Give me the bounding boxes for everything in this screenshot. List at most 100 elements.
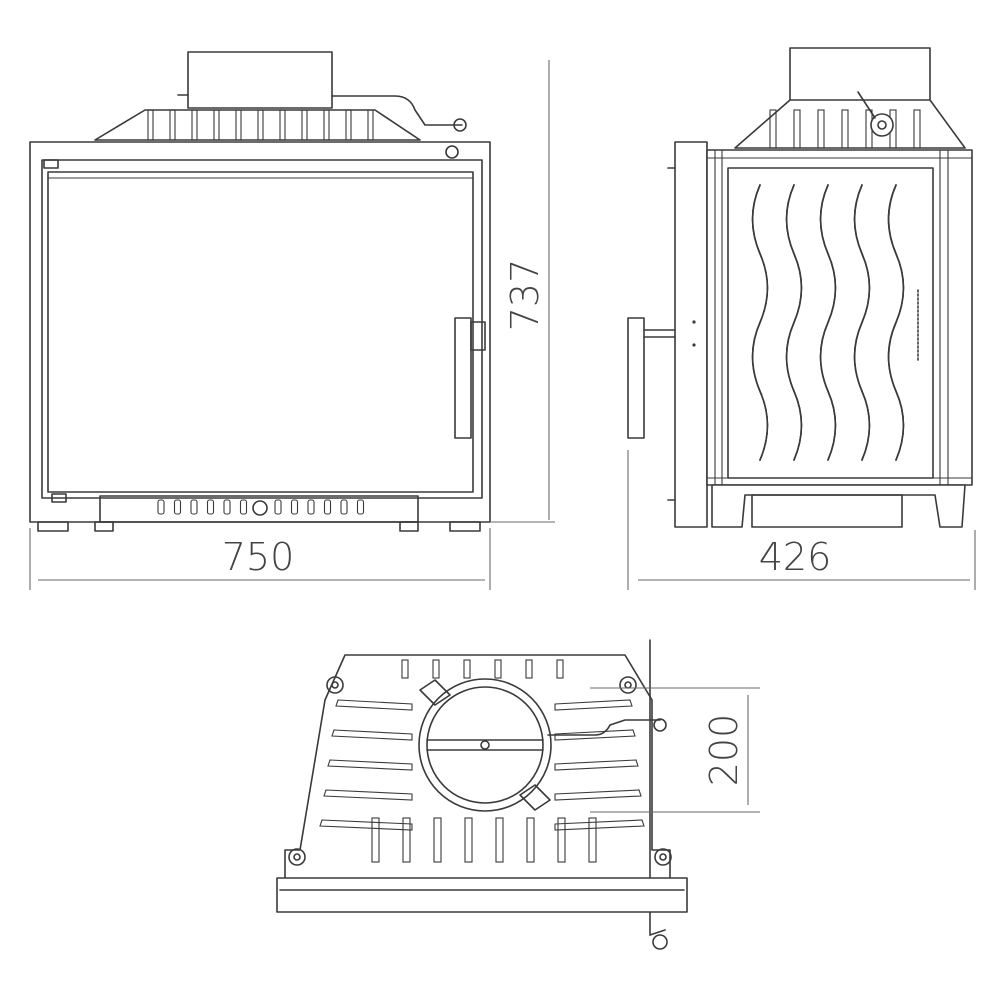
dimension-width-label: 750 bbox=[222, 535, 295, 579]
front-vent-slots bbox=[157, 499, 365, 515]
front-lever-knob bbox=[453, 118, 467, 132]
top-fins-bottom bbox=[371, 817, 597, 863]
side-top-body bbox=[734, 99, 966, 149]
front-outer-frame bbox=[29, 141, 491, 523]
top-fin-bottom bbox=[526, 817, 535, 863]
top-fin-side-left bbox=[319, 819, 413, 831]
front-fin bbox=[345, 109, 352, 141]
front-fin bbox=[257, 109, 264, 141]
top-lever-knob[interactable] bbox=[653, 718, 667, 732]
top-bolt-bottom-left bbox=[288, 848, 306, 866]
side-heat-exchanger-waves bbox=[751, 184, 905, 461]
top-bolt-bottom-right bbox=[654, 848, 672, 866]
front-vent-knob[interactable] bbox=[252, 500, 268, 516]
front-vent-slot bbox=[223, 499, 231, 515]
front-fin bbox=[279, 109, 286, 141]
side-lever-knob[interactable] bbox=[870, 113, 894, 137]
top-flue-ear-left bbox=[419, 679, 451, 706]
front-glass bbox=[47, 171, 474, 493]
side-wave-inner bbox=[887, 184, 905, 461]
front-view bbox=[29, 51, 491, 532]
front-bottom-vent bbox=[99, 495, 419, 523]
top-fin-side-left bbox=[335, 699, 413, 711]
front-fin bbox=[169, 109, 176, 141]
front-flue-collar bbox=[187, 51, 333, 109]
top-fin-top bbox=[556, 659, 564, 679]
front-vent-slot bbox=[190, 499, 198, 515]
top-fins-side bbox=[319, 699, 645, 831]
front-vent-slot bbox=[206, 499, 215, 515]
side-door-handle[interactable] bbox=[627, 317, 645, 439]
front-vent-slot bbox=[290, 499, 299, 515]
dimension-depth-label: 426 bbox=[759, 535, 832, 579]
front-fin bbox=[213, 109, 220, 141]
side-top-fins bbox=[769, 109, 921, 149]
front-foot-left bbox=[37, 521, 69, 532]
top-lever-handle bbox=[649, 929, 666, 936]
front-foot-inner-right bbox=[399, 521, 419, 532]
dimension-depth: 426 bbox=[627, 450, 976, 590]
top-fin-side-left bbox=[327, 759, 413, 771]
top-lever-ball[interactable] bbox=[652, 934, 668, 950]
front-vent-slot bbox=[173, 499, 182, 515]
top-fin-side-right bbox=[554, 729, 636, 741]
top-fin-bottom bbox=[371, 817, 380, 863]
top-fin-side-right bbox=[554, 759, 639, 771]
front-handle-bracket bbox=[470, 321, 486, 351]
front-fin bbox=[367, 109, 374, 141]
front-vent-slot bbox=[274, 499, 282, 515]
front-foot-right bbox=[449, 521, 481, 532]
front-indicator bbox=[445, 145, 459, 159]
top-bolt-top-left-inner bbox=[331, 681, 339, 689]
front-vent-slot bbox=[340, 499, 348, 515]
top-fin-top bbox=[494, 659, 502, 679]
front-foot-inner-left bbox=[94, 521, 114, 532]
top-fin-side-right bbox=[554, 789, 642, 801]
front-fin bbox=[235, 109, 242, 141]
top-lever-rod bbox=[547, 719, 661, 736]
top-bolt-bottom-left-inner bbox=[293, 853, 301, 861]
top-bolt-top-right bbox=[619, 676, 637, 694]
top-door-strip bbox=[276, 877, 688, 913]
top-bolt-top-left bbox=[326, 676, 344, 694]
side-door-panel bbox=[674, 141, 708, 528]
top-flue-inner bbox=[426, 686, 544, 804]
dimension-width: 750 bbox=[29, 528, 491, 590]
side-wave-inner bbox=[853, 184, 871, 461]
top-fin-side-right bbox=[554, 699, 633, 711]
front-hinge-top bbox=[43, 159, 59, 169]
side-top-fin bbox=[841, 109, 849, 149]
dimension-flue-label: 200 bbox=[702, 714, 746, 787]
dimension-flue: 200 bbox=[590, 687, 760, 813]
front-fin bbox=[191, 109, 198, 141]
top-damper-pivot bbox=[480, 740, 490, 750]
top-fin-bottom bbox=[557, 817, 566, 863]
front-lever-rod bbox=[331, 95, 463, 126]
top-fin-bottom bbox=[433, 817, 442, 863]
front-vent-slot bbox=[239, 499, 248, 515]
front-fin bbox=[323, 109, 330, 141]
front-fin bbox=[301, 109, 308, 141]
top-fin-bottom bbox=[588, 817, 597, 863]
top-bolt-bottom-right-inner bbox=[659, 853, 667, 861]
front-vent-slot bbox=[323, 499, 332, 515]
top-fins-top bbox=[401, 659, 564, 679]
side-top-fin bbox=[769, 109, 777, 149]
front-vent-slot bbox=[157, 499, 165, 515]
top-flue-ear-right bbox=[519, 784, 551, 811]
side-base-box bbox=[751, 494, 903, 528]
side-body bbox=[706, 149, 973, 486]
front-hinge-bottom bbox=[51, 493, 67, 503]
top-fin-top bbox=[401, 659, 409, 679]
side-wave-inner bbox=[819, 184, 837, 461]
side-top-fin bbox=[913, 109, 921, 149]
side-view bbox=[627, 47, 973, 528]
side-lever-knob-center bbox=[877, 120, 887, 130]
top-fin-top bbox=[432, 659, 440, 679]
top-fin-side-right bbox=[554, 819, 645, 831]
top-fin-bottom bbox=[402, 817, 411, 863]
front-door-handle[interactable] bbox=[454, 317, 472, 439]
dimension-height: 737 bbox=[490, 60, 555, 523]
top-fin-side-left bbox=[331, 729, 413, 741]
side-door-dot-1 bbox=[692, 320, 696, 324]
